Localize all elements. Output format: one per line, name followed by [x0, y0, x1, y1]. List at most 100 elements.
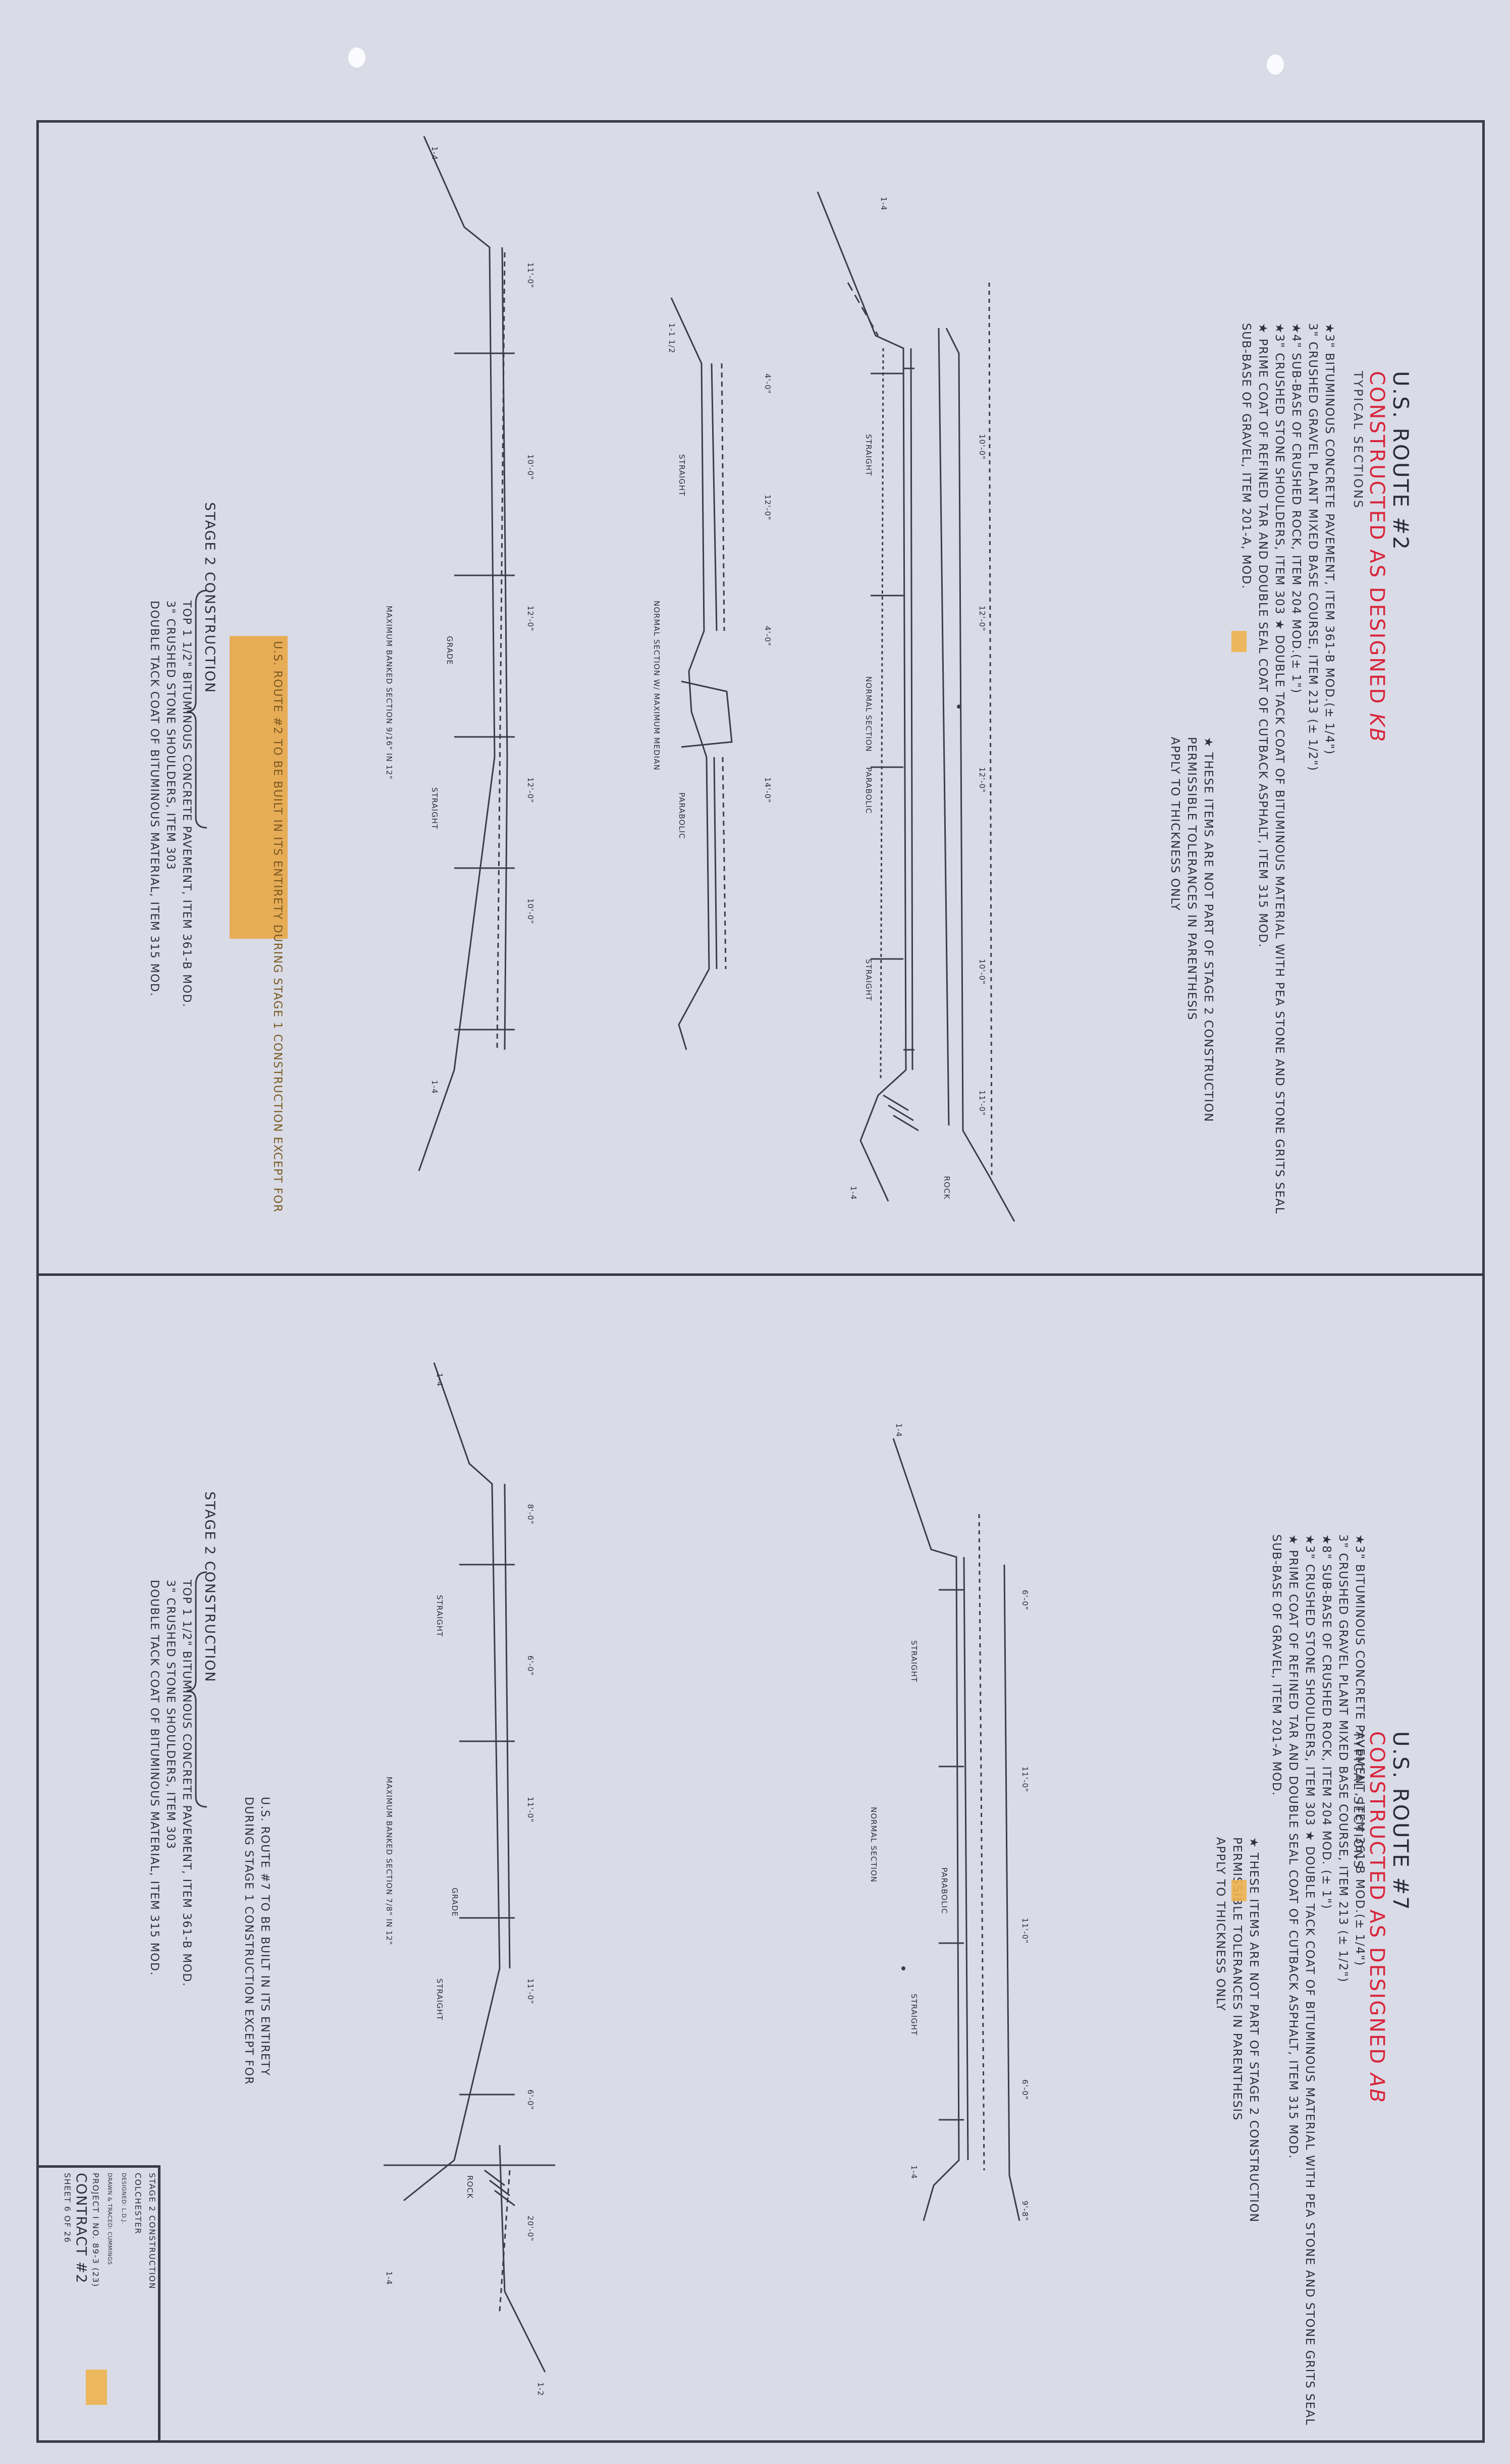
- straight-label: STRAIGHT: [909, 1994, 919, 2036]
- dim-label: 11'-0": [526, 1797, 535, 1823]
- dim-label: 4'-0": [763, 626, 772, 647]
- title-block-designed: DESIGNED: L.D.J.: [121, 2173, 127, 2224]
- route7-note: ★3" CRUSHED STONE SHOULDERS, ITEM 303 ★ …: [1303, 1534, 1316, 2426]
- title-block-project: PROJECT I NO. 89-3 (23): [91, 2173, 100, 2287]
- title-block-frame: [36, 2165, 160, 2443]
- route7-banked-section-label: MAXIMUM BANKED SECTION 7/8" IN 12": [385, 1777, 394, 1945]
- route7-normal-section-label: NORMAL SECTION: [869, 1807, 878, 1883]
- slope-label: 1-4: [849, 1186, 858, 1200]
- rock-label: ROCK: [942, 1176, 951, 1200]
- slope-label: 1-4: [435, 1373, 444, 1387]
- route7-built-note: U.S. ROUTE #7 TO BE BUILT IN ITS ENTIRET…: [240, 1797, 273, 2085]
- slope-label: 1-1 1/2: [667, 323, 676, 354]
- route2-note: ★3" CRUSHED STONE SHOULDERS, ITEM 303 ★ …: [1273, 323, 1286, 1214]
- dim-label: 11'-0": [978, 1090, 987, 1116]
- route2-heading: U.S. ROUTE #2 CONSTRUCTED AS DESIGNED KB…: [1351, 371, 1413, 743]
- route2-title: U.S. ROUTE #2: [1388, 371, 1413, 551]
- route2-note: ★3" BITUMINOUS CONCRETE PAVEMENT, ITEM 3…: [1323, 323, 1336, 755]
- straight-label: STRAIGHT: [435, 1595, 444, 1637]
- dim-label: 20'-0": [526, 2216, 535, 2242]
- dim-label: 10'-0": [526, 454, 535, 480]
- dim-label: 11'-0": [1020, 1918, 1030, 1944]
- slope-label: 1-4: [909, 2165, 919, 2179]
- title-block-contract: CONTRACT #2: [73, 2173, 90, 2284]
- route2-stage2-item: TOP 1 1/2" BITUMINOUS CONCRETE PAVEMENT,…: [180, 601, 193, 1008]
- dim-label: 4'-0": [763, 373, 772, 394]
- slope-label: 1-2: [536, 2382, 545, 2396]
- tape-mark: [1231, 1880, 1247, 1901]
- route2-stage-note: ★ THESE ITEMS ARE NOT PART OF STAGE 2 CO…: [1166, 737, 1216, 1122]
- slope-label: 1-4: [430, 146, 439, 160]
- route7-stage-note-line: ★ THESE ITEMS ARE NOT PART OF STAGE 2 CO…: [1247, 1837, 1260, 2223]
- straight-label: STRAIGHT: [677, 454, 686, 497]
- dim-label: 12'-0": [978, 606, 987, 632]
- route2-notes: ★3" BITUMINOUS CONCRETE PAVEMENT, ITEM 3…: [1237, 323, 1337, 1214]
- parabolic-label: PARABOLIC: [940, 1867, 949, 1914]
- slope-label: 1-4: [879, 197, 888, 211]
- route2-stage2-item: DOUBLE TACK COAT OF BITUMINOUS MATERIAL,…: [148, 601, 160, 997]
- dim-label: 9'-8": [1020, 2201, 1030, 2221]
- rock-label: ROCK: [465, 2175, 474, 2199]
- slope-label: 1-4: [894, 1423, 903, 1437]
- punch-hole: [1267, 55, 1284, 75]
- route7-built-note-line: U.S. ROUTE #7 TO BE BUILT IN ITS ENTIRET…: [258, 1797, 271, 2076]
- dim-label: 11'-0": [526, 262, 535, 289]
- dim-label: 11'-0": [1020, 1766, 1030, 1793]
- route7-note: SUB-BASE OF GRAVEL, ITEM 201-A MOD.: [1270, 1534, 1283, 1796]
- route2-tape-text: U.S. ROUTE #2 TO BE BUILT IN ITS ENTIRET…: [271, 641, 284, 1213]
- dim-label: 12'-0": [526, 606, 535, 632]
- dim-label: 6'-0": [1020, 2079, 1030, 2100]
- route7-title: U.S. ROUTE #7: [1388, 1731, 1413, 1911]
- route7-stage-note-line: APPLY TO THICKNESS ONLY: [1214, 1837, 1227, 2012]
- straight-label: STRAIGHT: [430, 787, 439, 830]
- grade-label: GRADE: [445, 636, 454, 665]
- straight-label: STRAIGHT: [864, 434, 873, 476]
- route7-note: ★ PRIME COAT OF REFINED TAR AND DOUBLE S…: [1286, 1534, 1300, 2160]
- route2-stage2-label: STAGE 2 CONSTRUCTION: [202, 502, 218, 694]
- dim-label: 12'-0": [978, 767, 987, 793]
- dim-label: 8'-0": [526, 1504, 535, 1525]
- punch-hole: [348, 47, 365, 68]
- route2-note: 3" CRUSHED GRAVEL PLANT MIXED BASE COURS…: [1306, 323, 1319, 772]
- straight-label: STRAIGHT: [909, 1640, 919, 1683]
- dim-label: 10'-0": [978, 959, 987, 985]
- title-block-drawn: DRAWN & TRACED: CUMMINGS: [106, 2173, 113, 2265]
- title-block-sheet: SHEET 6 OF 26: [63, 2173, 72, 2243]
- route2-note: ★ PRIME COAT OF REFINED TAR AND DOUBLE S…: [1256, 323, 1269, 948]
- route7-stage2-item: 3" CRUSHED STONE SHOULDERS, ITEM 303: [164, 1580, 177, 1850]
- route2-status-stamp: CONSTRUCTED AS DESIGNED KB: [1365, 371, 1388, 743]
- dim-label: 14'-0": [763, 777, 772, 804]
- route2-stage-note-line: PERMISSIBLE TOLERANCES IN PARENTHESIS: [1185, 737, 1198, 1021]
- route2-normal-section-label: NORMAL SECTION: [864, 676, 873, 752]
- sheet-divider: [36, 1273, 1485, 1276]
- title-block-text: STAGE 2 CONSTRUCTION COLCHESTER DESIGNED…: [60, 2173, 159, 2289]
- slope-label: 1-4: [430, 1080, 439, 1094]
- dim-label: 12'-0": [526, 777, 535, 804]
- dim-label: 11'-0": [526, 1978, 535, 2005]
- route2-stage-note-line: ★ THESE ITEMS ARE NOT PART OF STAGE 2 CO…: [1202, 737, 1215, 1122]
- route7-stage2-label: STAGE 2 CONSTRUCTION: [202, 1491, 218, 1683]
- grade-label: GRADE: [450, 1888, 459, 1917]
- route7-note: ★3" BITUMINOUS CONCRETE PAVEMENT, ITEM 3…: [1353, 1534, 1366, 1966]
- dim-label: 12'-0": [763, 495, 772, 521]
- dim-label: 6'-0": [526, 1655, 535, 1676]
- route7-stage2-items: TOP 1 1/2" BITUMINOUS CONCRETE PAVEMENT,…: [146, 1580, 194, 1987]
- straight-label: STRAIGHT: [435, 1978, 444, 2021]
- dim-label: 10'-0": [526, 898, 535, 925]
- route7-built-note-line: DURING STAGE 1 CONSTRUCTION EXCEPT FOR: [242, 1797, 255, 2085]
- dim-label: 6'-0": [1020, 1590, 1030, 1611]
- route7-stage2-item: TOP 1 1/2" BITUMINOUS CONCRETE PAVEMENT,…: [180, 1580, 193, 1987]
- route7-status-stamp: CONSTRUCTED AS DESIGNED AB: [1365, 1731, 1388, 2104]
- route2-subtitle: TYPICAL SECTIONS: [1351, 371, 1365, 510]
- route7-notes: ★3" BITUMINOUS CONCRETE PAVEMENT, ITEM 3…: [1268, 1534, 1368, 2426]
- route2-note: SUB-BASE OF GRAVEL, ITEM 201-A, MOD.: [1239, 323, 1253, 590]
- route2-stage2-items: TOP 1 1/2" BITUMINOUS CONCRETE PAVEMENT,…: [146, 601, 194, 1007]
- straight-label: STRAIGHT: [864, 959, 873, 1001]
- route2-note: ★4" SUB-BASE OF CRUSHED ROCK, ITEM 204 M…: [1289, 323, 1303, 694]
- parabolic-label: PARABOLIC: [864, 767, 873, 814]
- route2-stage2-item: 3" CRUSHED STONE SHOULDERS, ITEM 303: [164, 601, 177, 871]
- parabolic-label: PARABOLIC: [677, 792, 686, 839]
- route2-banked-section-label: MAXIMUM BANKED SECTION 9/16" IN 12": [385, 606, 394, 780]
